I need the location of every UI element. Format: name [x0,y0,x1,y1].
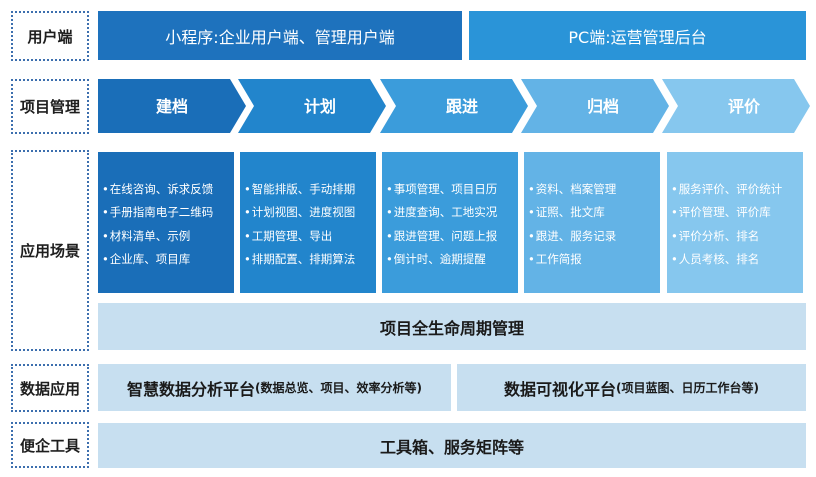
scenario-box: 服务评价、评价统计评价管理、评价库评价分析、排名人员考核、排名 [667,152,803,293]
scenario-item: 材料清单、示例 [102,225,234,248]
row-label-tools: 便企工具 [11,422,89,468]
scenario-item: 进度查询、工地实况 [386,201,518,224]
scenario-box: 在线咨询、诉求反馈手册指南电子二维码材料清单、示例企业库、项目库 [98,152,234,293]
scenario-item: 跟进、服务记录 [528,225,660,248]
scenario-item: 智能排版、手动排期 [244,178,376,201]
stage-chevron-3 [521,79,669,133]
data-visualization-title: 数据可视化平台 [504,379,617,399]
scenario-item: 排期配置、排期算法 [244,248,376,271]
scenario-item: 工期管理、导出 [244,225,376,248]
stage-chevron-2 [380,79,528,133]
data-visualization-platform: 数据可视化平台 (项目蓝图、日历工作台等) [457,364,806,411]
scenario-item: 资料、档案管理 [528,178,660,201]
scenario-item: 跟进管理、问题上报 [386,225,518,248]
stage-label: 跟进 [446,97,478,116]
scenario-item: 企业库、项目库 [102,248,234,271]
scenario-item: 工作简报 [528,248,660,271]
data-analysis-note: (数据总览、项目、效率分析等) [255,381,422,395]
scenario-item: 评价分析、排名 [671,225,803,248]
stage-chevron-0 [98,79,246,133]
scenario-box: 智能排版、手动排期计划视图、进度视图工期管理、导出排期配置、排期算法 [240,152,376,293]
scenario-item: 手册指南电子二维码 [102,201,234,224]
scenario-item: 评价管理、评价库 [671,201,803,224]
scenario-item: 人员考核、排名 [671,248,803,271]
pc-admin-box: PC端:运营管理后台 [469,11,806,60]
scenario-item: 事项管理、项目日历 [386,178,518,201]
scenario-item: 服务评价、评价统计 [671,178,803,201]
stage-chevron-4 [662,79,810,133]
row-label-scenario: 应用场景 [11,150,89,351]
data-analysis-title: 智慧数据分析平台 [127,379,256,399]
data-visualization-note: (项目蓝图、日历工作台等) [616,381,759,395]
scenario-item: 计划视图、进度视图 [244,201,376,224]
stage-label: 计划 [304,97,336,116]
data-analysis-platform: 智慧数据分析平台 (数据总览、项目、效率分析等) [98,364,451,411]
stage-label: 归档 [587,97,619,116]
row-label-project: 项目管理 [11,79,89,134]
scenario-item: 在线咨询、诉求反馈 [102,178,234,201]
stage-chevron-1 [238,79,386,133]
stage-label: 建档 [156,97,188,116]
row-label-users: 用户端 [11,11,89,61]
scenario-box: 事项管理、项目日历进度查询、工地实况跟进管理、问题上报倒计时、逾期提醒 [382,152,518,293]
row-label-data: 数据应用 [11,364,89,412]
scenario-item: 倒计时、逾期提醒 [386,248,518,271]
stage-label: 评价 [728,97,761,116]
scenario-item: 证照、批文库 [528,201,660,224]
mini-program-box: 小程序:企业用户端、管理用户端 [98,11,462,60]
tools-bar: 工具箱、服务矩阵等 [98,423,806,468]
lifecycle-bar: 项目全生命周期管理 [98,303,806,350]
scenario-box: 资料、档案管理证照、批文库跟进、服务记录工作简报 [524,152,660,293]
